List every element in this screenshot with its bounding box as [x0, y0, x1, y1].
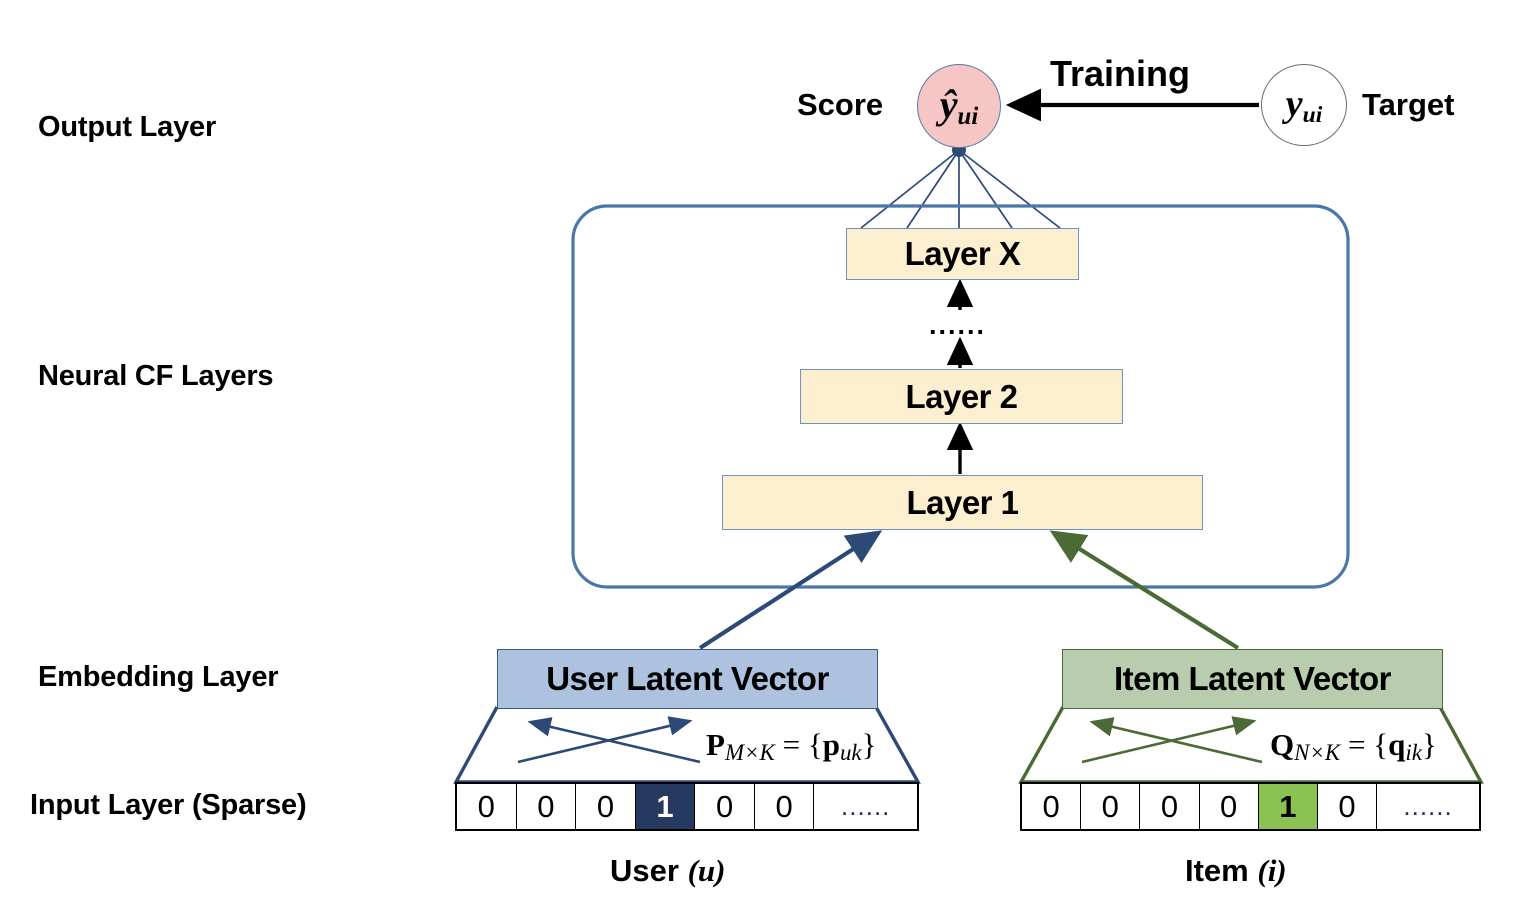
sparse-cell[interactable]: 0 [1199, 784, 1259, 829]
user-embedding-matrix-notation: PM×K = {puk} [706, 727, 877, 766]
predicted-score-symbol: ŷui [939, 81, 979, 131]
user-matrix-entry: p [822, 727, 840, 762]
neural-cf-container [571, 204, 1350, 589]
sparse-cell[interactable]: 0 [576, 784, 636, 829]
sparse-cell[interactable]: 0 [695, 784, 755, 829]
item-matrix-brace-close: } [1421, 727, 1437, 762]
cf-layer-box-2[interactable]: Layer 2 [800, 369, 1123, 424]
target-label: Target [1362, 87, 1455, 122]
score-label: Score [797, 87, 884, 122]
sparse-cell-ellipsis[interactable]: ...... [1377, 784, 1479, 829]
user-to-layer1-arrow [698, 530, 883, 650]
row-label-output-layer: Output Layer [38, 111, 217, 143]
row-label-neural-cf-layers: Neural CF Layers [38, 360, 274, 392]
output-fan-connectors [860, 143, 1061, 229]
user-caption-main: User [610, 853, 679, 888]
row-label-input-layer: Input Layer (Sparse) [30, 789, 307, 821]
user-latent-vector-box[interactable]: User Latent Vector [497, 649, 878, 709]
cf-layer-box-x[interactable]: Layer X [846, 228, 1079, 280]
user-matrix-entry-sub: uk [839, 740, 862, 766]
item-crossing-arrows [1081, 716, 1263, 764]
cf-layer-ellipsis: ...... [929, 310, 987, 340]
sparse-cell[interactable]: 0 [457, 784, 517, 829]
item-embedding-matrix-notation: QN×K = {qik} [1270, 727, 1437, 766]
user-matrix-equals: = [782, 727, 801, 762]
sparse-cell-active[interactable]: 1 [635, 784, 696, 829]
item-matrix-entry-sub: ik [1405, 740, 1422, 766]
sparse-cell[interactable]: 0 [1140, 784, 1200, 829]
sparse-cell[interactable]: 0 [1022, 784, 1082, 829]
user-crossing-arrows [517, 716, 701, 764]
target-symbol: yui [1285, 82, 1323, 128]
cf-layer-box-1[interactable]: Layer 1 [722, 475, 1203, 530]
user-matrix-brace-open: { [807, 727, 823, 762]
item-latent-vector-box[interactable]: Item Latent Vector [1062, 649, 1443, 709]
item-matrix-dims: N×K [1294, 740, 1341, 766]
item-matrix-brace-open: { [1373, 727, 1389, 762]
user-matrix-symbol: P [706, 727, 725, 762]
item-matrix-symbol: Q [1270, 727, 1295, 762]
row-label-embedding-layer: Embedding Layer [38, 661, 279, 693]
sparse-cell-active[interactable]: 1 [1258, 784, 1318, 829]
predicted-score-node: ŷui [917, 64, 1001, 148]
sparse-cell[interactable]: 0 [516, 784, 577, 829]
item-caption-var: (i) [1257, 853, 1287, 888]
target-node: yui [1261, 64, 1347, 146]
item-caption-main: Item [1185, 853, 1249, 888]
user-matrix-dims: M×K [724, 740, 775, 766]
user-input-caption: User (u) [610, 853, 725, 889]
sparse-cell[interactable]: 0 [754, 784, 815, 829]
sparse-cell[interactable]: 0 [1081, 784, 1141, 829]
training-label: Training [1050, 53, 1191, 94]
user-matrix-brace-close: } [861, 727, 877, 762]
item-matrix-equals: = [1347, 727, 1366, 762]
sparse-cell-ellipsis[interactable]: ...... [814, 784, 917, 829]
item-to-layer1-arrow [1049, 530, 1240, 650]
sparse-cell[interactable]: 0 [1317, 784, 1378, 829]
user-caption-var: (u) [687, 853, 726, 888]
item-matrix-entry: q [1388, 727, 1406, 762]
item-input-caption: Item (i) [1185, 853, 1287, 889]
